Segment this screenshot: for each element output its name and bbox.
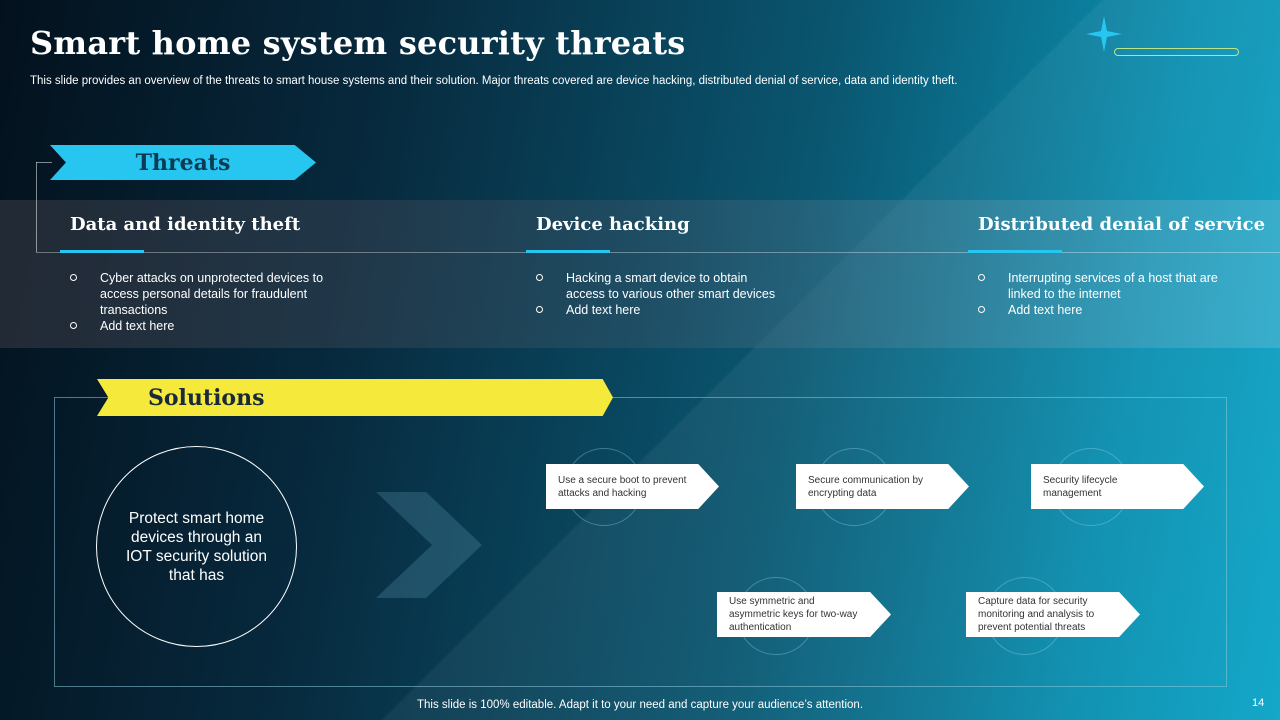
bullet-icon bbox=[70, 322, 77, 329]
bullet-icon bbox=[536, 306, 543, 313]
list-item: Add text here bbox=[536, 302, 776, 318]
threat-underline bbox=[526, 250, 610, 253]
threat-column-data-theft: Data and identity theft bbox=[70, 214, 300, 235]
threat-underline bbox=[968, 250, 1062, 253]
solution-card-keys: Use symmetric and asymmetric keys for tw… bbox=[717, 592, 891, 637]
page-number: 14 bbox=[1252, 697, 1265, 709]
threats-bracket-tick bbox=[36, 162, 52, 163]
list-item: Hacking a smart device to obtain access … bbox=[536, 270, 776, 302]
solution-card-monitoring: Capture data for security monitoring and… bbox=[966, 592, 1140, 637]
threats-band bbox=[0, 200, 1280, 348]
slide-footer: This slide is 100% editable. Adapt it to… bbox=[416, 699, 864, 711]
bullet-icon bbox=[70, 274, 77, 281]
slide-subtitle: This slide provides an overview of the t… bbox=[30, 75, 958, 87]
solution-card-encryption: Secure communication by encrypting data bbox=[796, 464, 969, 509]
threat-column-device-hacking: Device hacking bbox=[536, 214, 690, 235]
threats-bracket bbox=[36, 162, 37, 252]
solution-card-lifecycle: Security lifecycle management bbox=[1031, 464, 1204, 509]
decorative-bar bbox=[1114, 48, 1239, 56]
threat-list-device-hacking: Hacking a smart device to obtain access … bbox=[536, 270, 776, 318]
list-item: Add text here bbox=[978, 302, 1218, 318]
threat-list-ddos: Interrupting services of a host that are… bbox=[978, 270, 1218, 318]
slide-title: Smart home system security threats bbox=[30, 24, 686, 62]
bullet-icon bbox=[536, 274, 543, 281]
solutions-banner bbox=[97, 379, 613, 416]
threat-heading: Data and identity theft bbox=[70, 214, 301, 235]
solution-card-secure-boot: Use a secure boot to prevent attacks and… bbox=[546, 464, 719, 509]
threat-heading: Distributed denial of service bbox=[978, 214, 1266, 235]
solutions-label: Solutions bbox=[148, 384, 265, 411]
solutions-frame bbox=[54, 397, 1227, 687]
threat-underline bbox=[60, 250, 144, 253]
bullet-icon bbox=[978, 306, 985, 313]
list-item: Interrupting services of a host that are… bbox=[978, 270, 1218, 302]
threat-column-ddos: Distributed denial of service bbox=[978, 214, 1265, 235]
list-item: Cyber attacks on unprotected devices to … bbox=[70, 270, 330, 318]
threat-heading: Device hacking bbox=[536, 214, 690, 235]
list-item: Add text here bbox=[70, 318, 330, 334]
threat-list-data-theft: Cyber attacks on unprotected devices to … bbox=[70, 270, 330, 334]
sparkle-icon bbox=[1086, 16, 1122, 52]
solution-center-circle: Protect smart home devices through an IO… bbox=[96, 446, 297, 647]
bullet-icon bbox=[978, 274, 985, 281]
threats-banner bbox=[50, 145, 316, 180]
threats-label: Threats bbox=[135, 149, 231, 176]
chevron-right-icon bbox=[376, 492, 482, 598]
threats-divider bbox=[36, 252, 1280, 253]
solution-center-text: Protect smart home devices through an IO… bbox=[126, 509, 267, 584]
